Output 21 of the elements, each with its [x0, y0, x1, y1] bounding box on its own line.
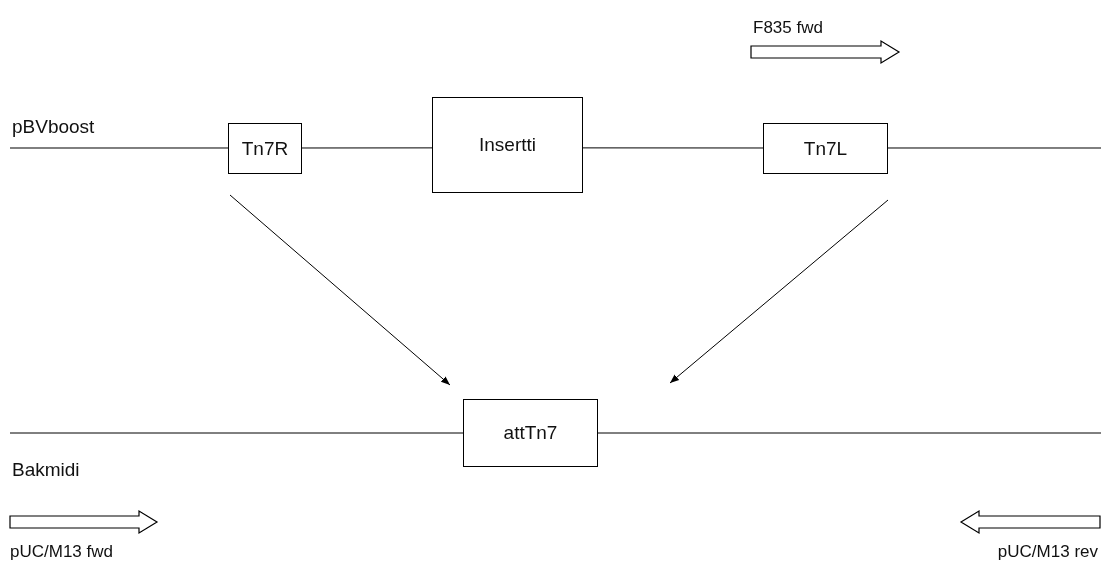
gene-box — [228, 123, 302, 174]
gene-box — [432, 97, 583, 193]
primer-label: pUC/M13 fwd — [10, 542, 113, 562]
dna-strand-line — [582, 147, 764, 149]
arrow — [229, 194, 451, 386]
dna-strand-line — [301, 147, 433, 149]
box-label: Insertti — [479, 134, 536, 156]
primer-label: pUC/M13 rev — [997, 542, 1098, 562]
sequence-name: pBVboost — [12, 116, 95, 138]
arrow — [669, 199, 889, 384]
primer-label: F835 fwd — [753, 18, 823, 38]
dna-strand-line — [597, 432, 1101, 434]
box-label: Tn7L — [803, 137, 848, 160]
gene-box — [463, 399, 598, 467]
sequence-name: Bakmidi — [12, 459, 80, 481]
gene-box — [763, 123, 888, 174]
dna-strand-line — [887, 147, 1101, 149]
box-label: attTn7 — [503, 422, 558, 444]
dna-strand-line — [9, 432, 464, 434]
dna-strand-line — [9, 147, 229, 149]
box-label: Tn7R — [241, 137, 289, 160]
